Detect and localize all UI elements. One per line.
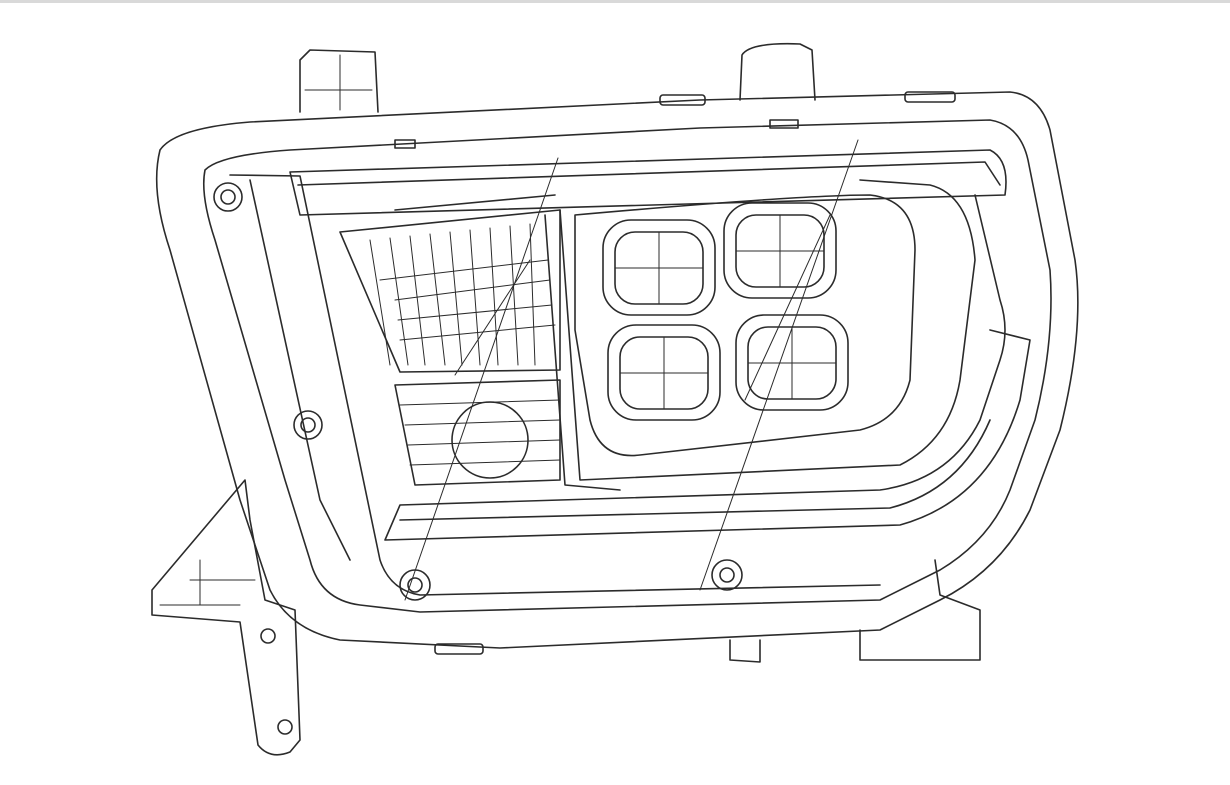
top-mount-tabs — [299, 42, 956, 149]
lens-reflection-lines — [404, 139, 859, 601]
mounting-screws — [213, 182, 743, 601]
projector-cluster — [544, 179, 976, 491]
reflector-grid — [339, 194, 561, 486]
top-border — [0, 0, 1230, 3]
projector-lens-top-right — [723, 202, 837, 299]
projector-lens-top-left — [602, 219, 716, 316]
lower-mount-bracket — [151, 479, 301, 756]
projector-lens-bottom-left — [607, 324, 721, 421]
drl-light-bar — [289, 149, 1031, 541]
outer-housing — [155, 91, 1079, 663]
